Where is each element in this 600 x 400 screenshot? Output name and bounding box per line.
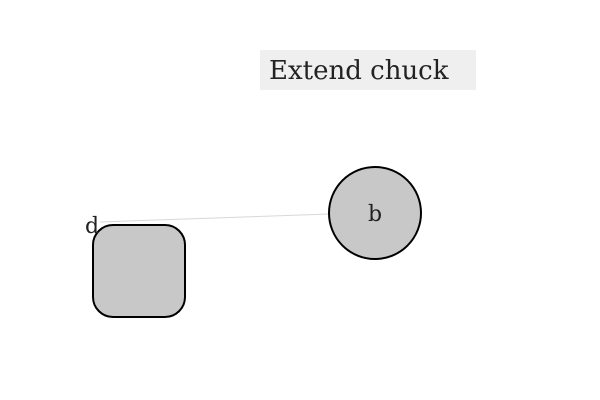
edge-d-b [99, 213, 331, 223]
node-b-label: b [368, 202, 382, 227]
node-d-shape[interactable] [92, 224, 186, 318]
title-box [260, 50, 476, 90]
node-d-label: d [85, 214, 99, 239]
diagram-title: Extend chuck [269, 56, 449, 86]
node-b-shape[interactable] [328, 166, 422, 260]
